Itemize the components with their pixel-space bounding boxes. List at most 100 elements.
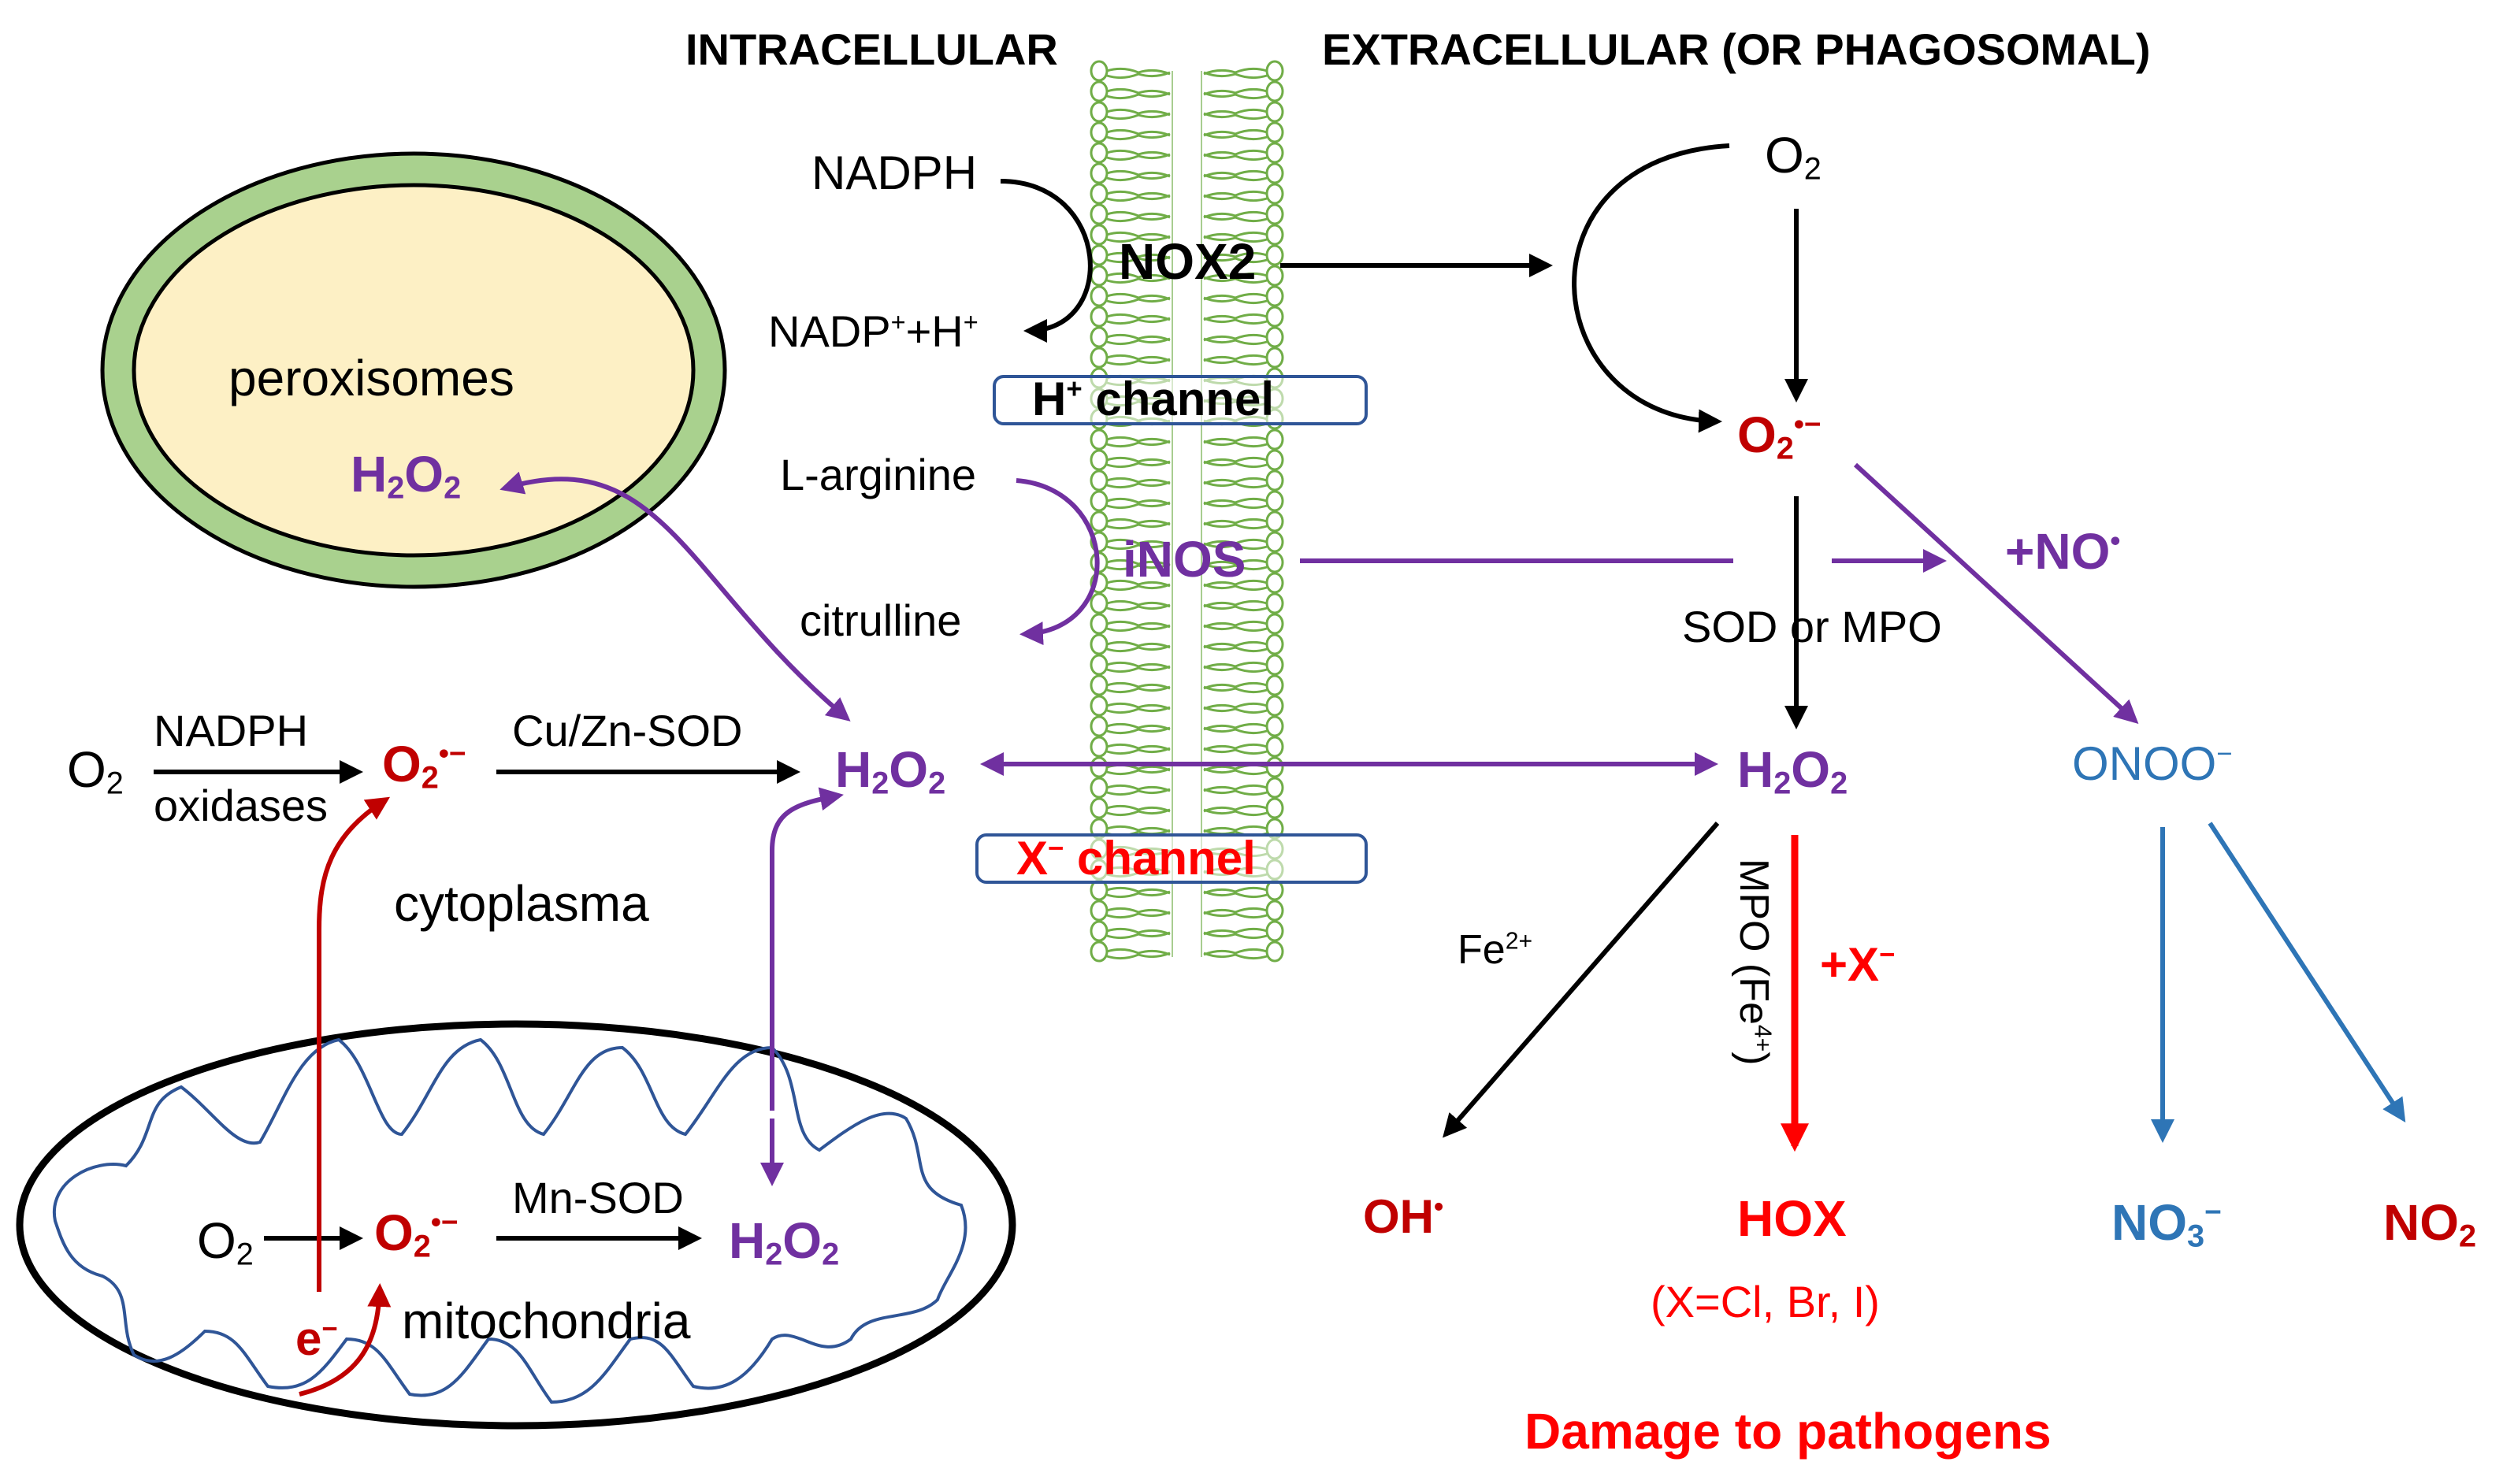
lipid-tail	[1106, 640, 1171, 649]
lipid-head	[1090, 490, 1109, 512]
lipid-head	[1265, 797, 1284, 819]
superoxide-to-peroxynitrite-arrow	[1853, 462, 2139, 725]
lipid-head	[1265, 162, 1284, 184]
lipid-tail	[1106, 132, 1171, 141]
lipid-tail	[1106, 67, 1171, 76]
lipid-tail	[1106, 87, 1171, 96]
fenton-arrow	[1443, 822, 1720, 1138]
lipid-tail	[1106, 272, 1171, 280]
peroxisome-inner	[132, 183, 696, 558]
lipid-tail	[1203, 501, 1268, 510]
lipid-head	[1265, 613, 1284, 635]
lipid-head	[1090, 183, 1109, 205]
lipid-tail	[1203, 808, 1268, 817]
lipid-head	[1265, 510, 1284, 532]
lipid-head	[1265, 592, 1284, 614]
mitochondria-label: mitochondria	[402, 1293, 691, 1349]
lipid-tail	[1106, 501, 1171, 510]
lipid-head	[1265, 551, 1284, 573]
mito-superoxide-to-cyto-arrow	[317, 796, 391, 1292]
lipid-tail	[1106, 767, 1171, 776]
lipid-tail	[1203, 235, 1268, 243]
lipid-head	[1090, 121, 1109, 143]
lipid-tail	[1203, 890, 1268, 899]
lipid-tail	[1106, 599, 1171, 608]
peroxisome-h2o2: H2O2	[351, 446, 462, 506]
lipid-head	[1090, 224, 1109, 246]
lipid-tail	[1203, 620, 1268, 629]
lipid-tail	[1106, 579, 1171, 588]
lipid-head	[1265, 654, 1284, 676]
lipid-tail	[1203, 784, 1268, 792]
lipid-tail	[1106, 71, 1171, 80]
lipid-tail	[1203, 149, 1268, 158]
lipid-tail	[1106, 747, 1171, 755]
cuzn-sod-label: Cu/Zn-SOD	[512, 706, 743, 755]
extra-h2o2: H2O2	[1737, 741, 1848, 801]
lipid-head	[1090, 654, 1109, 676]
sod-or-mpo-label: SOD or MPO	[1682, 602, 1942, 651]
lipid-head	[1090, 613, 1109, 635]
lipid-tail	[1203, 948, 1268, 956]
lipid-head	[1090, 429, 1109, 451]
lipid-tail	[1203, 169, 1268, 178]
lipid-tail	[1106, 681, 1171, 690]
lipid-tail	[1106, 190, 1171, 198]
lipid-tail	[1203, 108, 1268, 117]
lipid-tail	[1106, 702, 1171, 710]
lipid-tail	[1106, 911, 1171, 919]
lipid-tail	[1203, 480, 1268, 489]
lipid-head	[1265, 674, 1284, 696]
lipid-head	[1090, 469, 1109, 492]
lipid-tail	[1203, 685, 1268, 694]
lipid-tail	[1106, 825, 1171, 833]
lipid-head	[1090, 449, 1109, 471]
lipid-tail	[1203, 477, 1268, 485]
lipid-head	[1090, 285, 1109, 307]
lipid-tail	[1203, 911, 1268, 919]
lipid-head	[1090, 736, 1109, 758]
lipid-tail	[1203, 743, 1268, 751]
lipid-head	[1265, 183, 1284, 205]
lipid-tail	[1203, 702, 1268, 710]
lipid-head	[1090, 592, 1109, 614]
lipid-head	[1265, 572, 1284, 594]
lipid-head	[1265, 449, 1284, 471]
lipid-head	[1090, 633, 1109, 655]
lipid-tail	[1203, 91, 1268, 100]
lipid-tail	[1203, 952, 1268, 960]
lipid-tail	[1203, 665, 1268, 673]
lipid-tail	[1203, 706, 1268, 714]
cyto-oxidases-label: oxidases	[154, 781, 329, 830]
lipid-tail	[1203, 436, 1268, 444]
lipid-tail	[1106, 337, 1171, 346]
lipid-tail	[1203, 583, 1268, 592]
lipid-tail	[1106, 788, 1171, 796]
lipid-tail	[1106, 948, 1171, 956]
lipid-tail	[1106, 354, 1171, 362]
o2-loop-arrow	[1572, 143, 1730, 433]
lipid-tail	[1203, 886, 1268, 895]
lipid-tail	[1203, 558, 1268, 567]
lipid-tail	[1203, 317, 1268, 325]
lipid-tail	[1203, 132, 1268, 141]
plus-no-label: +NO•	[2005, 523, 2121, 580]
lipid-head	[1090, 756, 1109, 778]
lipid-head	[1090, 777, 1109, 799]
lipid-tail	[1106, 477, 1171, 485]
nadp-h-label: NADP++H+	[768, 306, 979, 357]
lipid-tail	[1106, 456, 1171, 465]
lipid-tail	[1106, 603, 1171, 612]
lipid-tail	[1203, 931, 1268, 940]
lipid-head	[1265, 633, 1284, 655]
extracellular-header: EXTRACELLULAR (OR PHAGOSOMAL)	[1322, 24, 2151, 74]
lipid-tail	[1106, 784, 1171, 792]
lipid-head	[1090, 142, 1109, 164]
lipid-tail	[1106, 562, 1171, 571]
lipid-tail	[1106, 907, 1171, 915]
lipid-tail	[1203, 497, 1268, 506]
lipid-head	[1090, 510, 1109, 532]
lipid-head	[1090, 306, 1109, 328]
lipid-head	[1265, 940, 1284, 963]
x-channel-box	[975, 833, 1368, 884]
